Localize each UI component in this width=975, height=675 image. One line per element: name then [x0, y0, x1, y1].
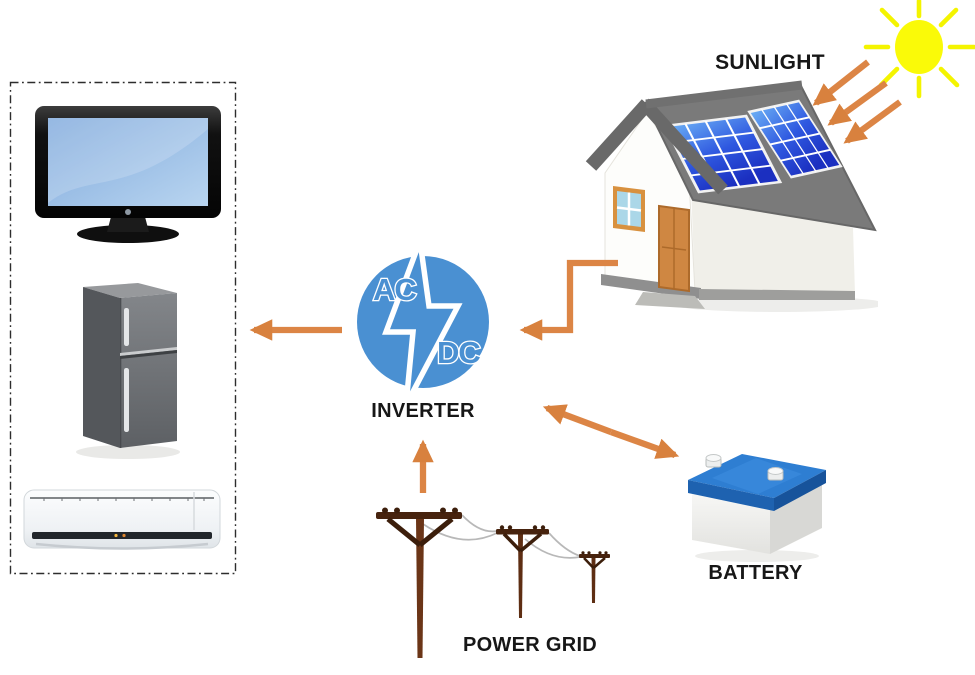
battery-icon — [688, 454, 826, 562]
arrow-sunlight-2 — [827, 80, 888, 126]
arrow-inverter-battery-up — [542, 404, 613, 435]
sunlight-label: SUNLIGHT — [715, 51, 825, 74]
solar-house-icon — [585, 80, 878, 312]
television-icon — [35, 106, 221, 243]
inverter-ac-text: AC — [373, 272, 416, 307]
house-gable-right-edge — [639, 98, 728, 195]
utility-pole — [496, 525, 549, 618]
lightning-bolt-icon — [382, 240, 463, 407]
appliances-group-border — [9, 81, 237, 575]
arrow-sunlight-3 — [843, 99, 902, 144]
battery-terminal — [705, 454, 722, 468]
arrow-sunlight-1 — [812, 59, 870, 106]
utility-pole — [376, 507, 462, 658]
ac-indicator-light — [122, 533, 126, 538]
house-window — [613, 186, 645, 232]
freezer-handle — [124, 308, 129, 346]
battery-terminal — [767, 467, 784, 481]
battery-label: BATTERY — [708, 562, 803, 584]
inverter-acdc-icon: AC DC — [357, 240, 489, 407]
house-side-wall — [691, 186, 855, 294]
utility-pole — [579, 551, 610, 603]
house-step — [635, 292, 705, 309]
arrow-inverter-battery-down — [609, 429, 680, 459]
battery-lid-front — [688, 480, 774, 511]
ac-indicator-light — [114, 533, 118, 538]
house-gable-left-edge — [585, 99, 653, 171]
solar-panel-left-icon — [662, 114, 783, 194]
inverter-label: INVERTER — [371, 400, 475, 422]
tv-power-button-icon — [125, 209, 131, 215]
power-grid-label: POWER GRID — [462, 634, 598, 656]
house-base-trim-side — [699, 289, 855, 300]
arrow-house-to-inverter — [519, 259, 618, 341]
fridge-handle — [124, 368, 129, 432]
refrigerator-icon — [76, 283, 180, 459]
ac-vent — [32, 532, 212, 539]
house-roof-ridge — [645, 80, 803, 109]
sun-icon — [863, 0, 975, 99]
power-grid-icon — [376, 507, 610, 658]
inverter-dc-text: DC — [437, 335, 480, 370]
air-conditioner-icon — [23, 489, 221, 550]
solar-panel-right-icon — [747, 99, 843, 179]
house-door — [658, 204, 690, 293]
house-shadow — [670, 296, 878, 312]
house-base-trim-front — [601, 274, 701, 299]
